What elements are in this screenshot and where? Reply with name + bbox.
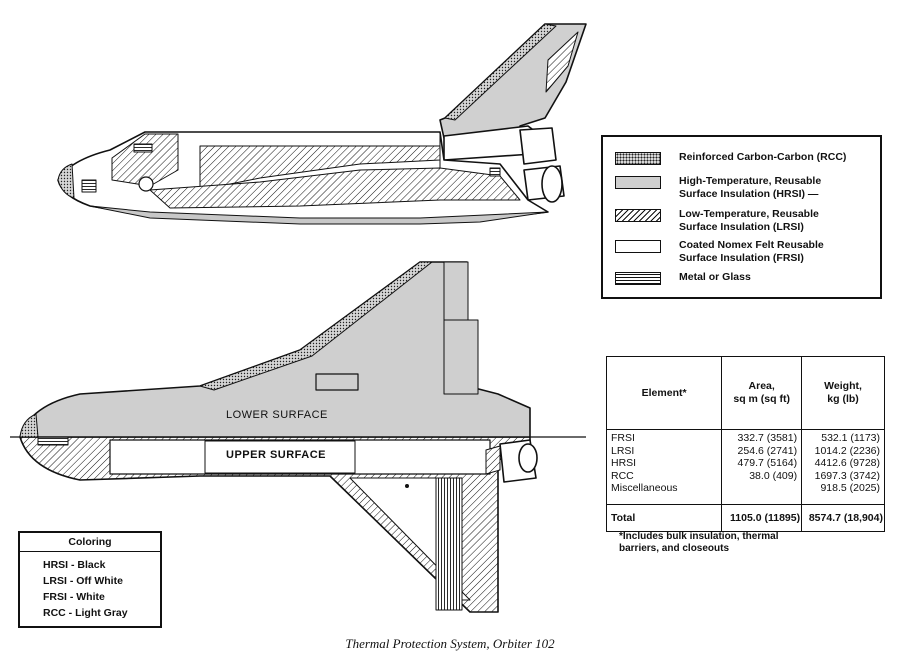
lower-wing-leading-edge-rcc	[199, 261, 433, 391]
frsi-swatch	[615, 240, 661, 253]
upper-surface-label: UPPER SURFACE	[226, 449, 326, 461]
rcs-thruster	[489, 167, 501, 177]
weight-rcc: 1697.3 (3742)	[814, 469, 880, 482]
coloring-rcc: RCC - Light Gray	[43, 607, 128, 619]
figure-caption: Thermal Protection System, Orbiter 102	[345, 636, 555, 651]
coloring-key: Coloring HRSI - Black LRSI - Off White F…	[18, 531, 162, 628]
header-element: Element*	[605, 356, 723, 430]
lower-door	[315, 373, 359, 391]
coloring-title: Coloring	[20, 533, 160, 552]
element-hrsi: HRSI	[611, 457, 637, 469]
legend-label: Coated Nomex Felt Reusable Surface Insul…	[679, 239, 824, 264]
engine-nozzle	[541, 165, 563, 203]
weight-lrsi: 1014.2 (2236)	[814, 444, 880, 457]
side-lrsi-aft	[149, 167, 521, 209]
lower-surface-label: LOWER SURFACE	[226, 409, 328, 421]
side-window	[133, 143, 153, 153]
legend-item-rcc: Reinforced Carbon-Carbon (RCC)	[615, 151, 869, 165]
table-body-row: FRSI LRSI HRSI RCC Miscellaneous 332.7 (…	[605, 429, 885, 505]
elevon-metal	[435, 477, 463, 611]
lrsi-swatch	[615, 209, 661, 222]
element-misc: Miscellaneous	[611, 482, 678, 494]
weight-hrsi: 4412.6 (9728)	[814, 457, 880, 469]
legend-label: High-Temperature, Reusable Surface Insul…	[679, 175, 822, 200]
rcc-swatch	[615, 152, 661, 165]
side-hatch	[81, 179, 97, 193]
element-cell: FRSI LRSI HRSI RCC Miscellaneous	[605, 429, 723, 505]
weight-cell: 532.1 (1173) 1014.2 (2236) 4412.6 (9728)…	[801, 429, 885, 505]
side-hrsi-belly	[89, 205, 549, 225]
table-header-row: Element* Area, sq m (sq ft) Weight, kg (…	[605, 356, 885, 430]
legend-label: Metal or Glass	[679, 271, 751, 283]
metal-swatch	[615, 272, 661, 285]
lower-elevon-2	[443, 319, 479, 395]
legend-item-frsi: Coated Nomex Felt Reusable Surface Insul…	[615, 239, 869, 265]
area-lrsi: 254.6 (2741)	[737, 444, 798, 457]
coloring-list: HRSI - Black LRSI - Off White FRSI - Whi…	[20, 552, 160, 621]
total-label: Total	[605, 504, 723, 532]
aft-nozzle	[518, 443, 538, 473]
element-lrsi: LRSI	[611, 444, 635, 457]
side-nose-cap	[57, 163, 75, 199]
table-footnote: *Includes bulk insulation, thermal barri…	[619, 531, 779, 554]
legend-item-hrsi: High-Temperature, Reusable Surface Insul…	[615, 175, 869, 201]
rudder-hatch	[545, 31, 579, 93]
tps-legend: Reinforced Carbon-Carbon (RCC) High-Temp…	[601, 135, 882, 299]
area-cell: 332.7 (3581) 254.6 (2741) 479.7 (5164) 3…	[721, 429, 803, 505]
hrsi-swatch	[615, 176, 661, 189]
vertical-tail	[439, 23, 587, 139]
total-area: 1105.0 (11895)	[721, 504, 803, 532]
table-total-row: Total 1105.0 (11895) 8574.7 (18,904)	[605, 504, 885, 532]
area-hrsi: 479.7 (5164)	[737, 457, 798, 469]
lower-nose-cap-rcc	[19, 413, 39, 438]
area-rcc: 38.0 (409)	[749, 469, 798, 482]
weight-frsi: 532.1 (1173)	[821, 432, 880, 444]
legend-label: Reinforced Carbon-Carbon (RCC)	[679, 151, 847, 163]
legend-item-lrsi: Low-Temperature, Reusable Surface Insula…	[615, 208, 869, 234]
header-area: Area, sq m (sq ft)	[721, 356, 803, 430]
tps-data-table: Element* Area, sq m (sq ft) Weight, kg (…	[605, 356, 885, 532]
coloring-lrsi: LRSI - Off White	[43, 575, 123, 587]
legend-label: Low-Temperature, Reusable Surface Insula…	[679, 208, 819, 233]
header-weight: Weight, kg (lb)	[801, 356, 885, 430]
lower-elevon	[443, 261, 469, 321]
upper-bay-door	[204, 440, 356, 474]
coloring-hrsi: HRSI - Black	[43, 559, 106, 571]
side-view-orbiter	[57, 23, 587, 225]
main-engine-upper	[519, 127, 557, 165]
element-rcc: RCC	[611, 469, 634, 482]
legend-item-metal: Metal or Glass	[615, 271, 869, 285]
planform-view-orbiter: LOWER SURFACE UPPER SURFACE	[10, 261, 586, 613]
element-frsi: FRSI	[611, 432, 635, 444]
tail-leading-edge	[444, 23, 557, 121]
weight-misc: 918.5 (2025)	[820, 482, 880, 494]
side-port	[138, 176, 154, 192]
total-weight: 8574.7 (18,904)	[801, 504, 885, 532]
area-frsi: 332.7 (3581)	[737, 432, 798, 444]
coloring-frsi: FRSI - White	[43, 591, 105, 603]
aft-pod-hatch	[485, 445, 501, 475]
